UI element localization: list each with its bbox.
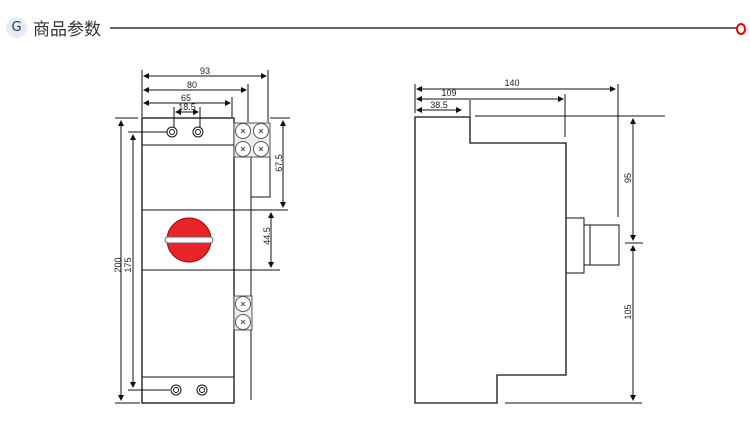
- section-divider: [110, 27, 737, 29]
- terminal-block-top: [233, 122, 271, 158]
- dim-175: 175: [123, 257, 133, 272]
- dim-67-5: 67.5: [274, 154, 284, 172]
- dim-18-5: 18.5: [178, 102, 196, 112]
- dim-38-5: 38.5: [430, 100, 448, 110]
- section-badge: G: [6, 17, 27, 38]
- dim-95: 95: [623, 173, 633, 183]
- front-view: [115, 70, 290, 404]
- dim-109: 109: [441, 88, 456, 98]
- dim-65: 65: [181, 93, 191, 103]
- dim-105: 105: [623, 304, 633, 319]
- dim-140: 140: [504, 78, 519, 88]
- dim-93: 93: [200, 66, 210, 76]
- dim-80: 80: [187, 80, 197, 90]
- divider-end-dot: [736, 23, 746, 35]
- dim-200: 200: [113, 257, 123, 272]
- dim-44-5: 44.5: [262, 227, 272, 245]
- side-view: [414, 84, 665, 404]
- section-title: 商品参数: [33, 20, 101, 40]
- terminal-block-bottom: [233, 295, 253, 331]
